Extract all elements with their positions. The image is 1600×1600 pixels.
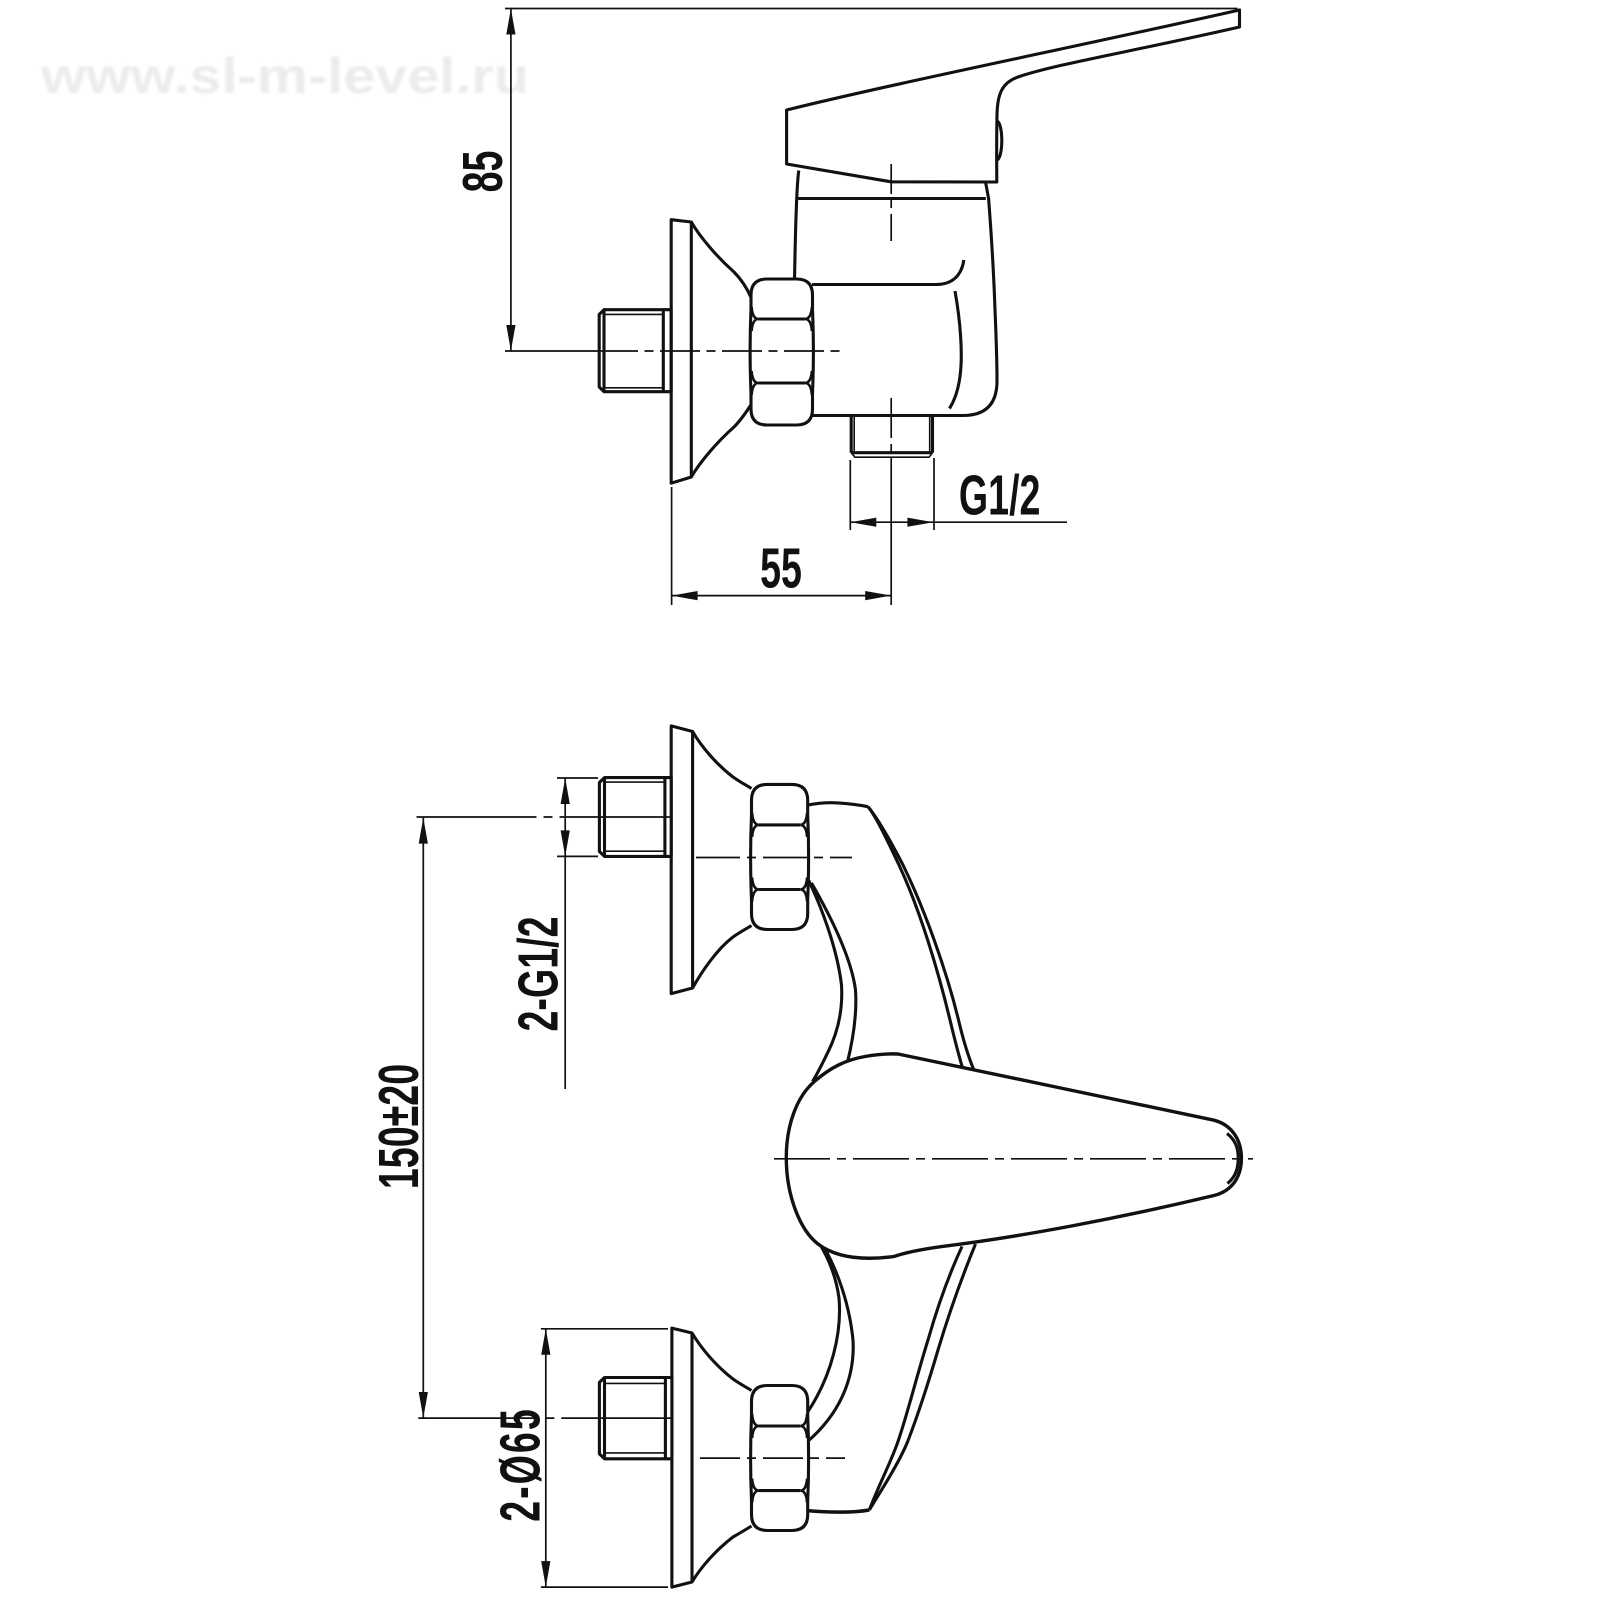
svg-text:150±20: 150±20 — [367, 1064, 431, 1189]
svg-text:www.sl-m-level.ru: www.sl-m-level.ru — [40, 48, 529, 104]
svg-text:55: 55 — [760, 537, 802, 601]
svg-text:G1/2: G1/2 — [959, 464, 1041, 528]
svg-text:2-G1/2: 2-G1/2 — [507, 917, 571, 1032]
svg-text:2-Ø65: 2-Ø65 — [489, 1407, 553, 1521]
svg-text:85: 85 — [451, 151, 515, 193]
